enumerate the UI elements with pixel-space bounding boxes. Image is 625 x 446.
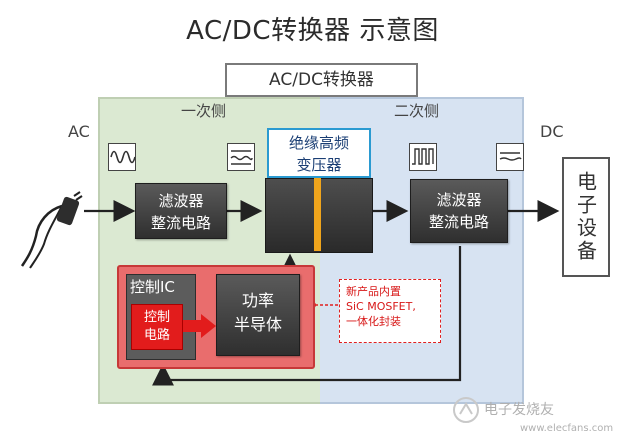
watermark-logo-icon: [453, 397, 479, 423]
power-adapter-icon: [20, 191, 83, 269]
transformer-label-line1: 绝缘高频: [288, 134, 349, 152]
ripple-dc-icon: [227, 143, 255, 171]
watermark-url: www.elecfans.com: [520, 423, 614, 434]
callout-line2: SiC MOSFET,: [346, 300, 416, 313]
smoothed-dc-icon: [496, 143, 524, 171]
filter-label: 滤波器: [436, 191, 482, 209]
rectifier-label: 整流电路: [150, 214, 211, 232]
power-semiconductor-block: 功率 半导体: [216, 274, 300, 356]
transformer-label-line2: 变压器: [296, 156, 342, 174]
power-semi-line2: 半导体: [233, 315, 282, 334]
callout-line1: 新产品内置: [346, 285, 401, 298]
filter-rectifier-secondary: 滤波器 整流电路: [410, 179, 508, 243]
watermark-text: 电子发烧友: [484, 402, 554, 418]
diagram-title: AC/DC转换器 示意图: [186, 16, 439, 46]
electronic-device-box: 电子设备: [562, 157, 610, 277]
pulse-wave-icon: [409, 143, 437, 171]
control-circuit-line2: 电路: [143, 328, 170, 343]
primary-side-label: 一次侧: [181, 102, 227, 120]
converter-label: AC/DC转换器: [225, 63, 418, 97]
control-ic-label: 控制IC: [130, 278, 175, 296]
sic-mosfet-callout: 新产品内置 SiC MOSFET, 一体化封装: [339, 279, 441, 343]
power-semi-line1: 功率: [241, 291, 274, 310]
control-circuit-block: 控制 电路: [131, 304, 183, 350]
ac-label: AC: [68, 122, 90, 141]
transformer-core: [314, 178, 321, 251]
rectifier-label: 整流电路: [428, 213, 489, 231]
transformer-label: 绝缘高频 变压器: [267, 128, 371, 178]
control-circuit-line1: 控制: [143, 310, 170, 325]
filter-label: 滤波器: [158, 192, 204, 210]
secondary-side-label: 二次侧: [394, 102, 440, 120]
control-arrow-icon: [183, 314, 216, 338]
dc-label: DC: [540, 122, 564, 141]
callout-line3: 一体化封装: [346, 315, 401, 328]
filter-rectifier-primary: 滤波器 整流电路: [135, 183, 227, 239]
sine-wave-icon: [108, 143, 136, 171]
